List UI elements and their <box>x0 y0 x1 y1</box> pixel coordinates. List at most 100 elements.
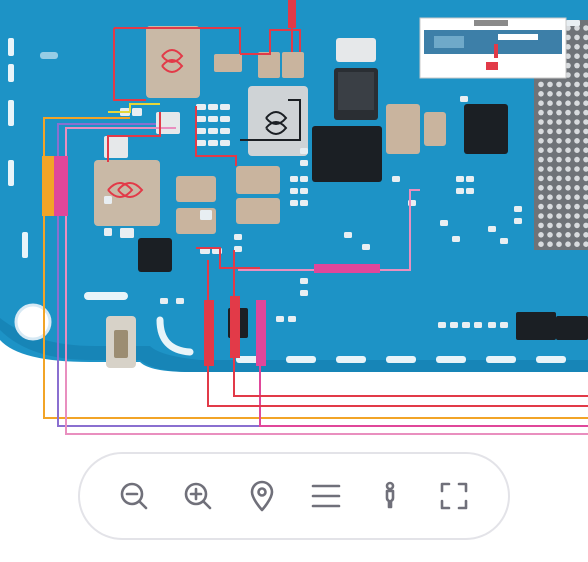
bga-ball <box>574 53 580 59</box>
bga-ball <box>574 213 580 219</box>
bga-ball <box>565 100 571 106</box>
bga-ball <box>583 81 588 88</box>
smd-component <box>220 128 230 134</box>
bga-ball <box>547 147 553 153</box>
bga-ball <box>556 241 562 247</box>
bga-ball <box>574 241 580 247</box>
smd-component <box>300 290 308 296</box>
bga-ball <box>583 147 588 153</box>
smd-component <box>474 322 482 328</box>
bga-ball <box>538 138 544 144</box>
bga-ball <box>538 156 544 163</box>
probe-button[interactable] <box>368 474 412 518</box>
zoom-in-button[interactable] <box>176 474 220 518</box>
bga-ball <box>574 138 580 144</box>
bga-ball <box>547 81 553 88</box>
smd-component <box>362 244 370 250</box>
menu-icon <box>311 484 341 508</box>
viewer-toolbar <box>78 452 510 540</box>
bga-ball <box>547 119 553 125</box>
bga-ball <box>583 100 588 106</box>
bga-ball <box>583 91 588 97</box>
smd-component <box>500 322 508 328</box>
smd-component <box>566 20 580 26</box>
smd-component <box>160 298 168 304</box>
bga-ball <box>547 100 553 106</box>
bga-ball <box>556 175 562 182</box>
smd-component <box>234 246 242 252</box>
bga-ball <box>547 138 553 144</box>
bga-ball <box>574 109 580 116</box>
bga-ball <box>574 62 580 69</box>
bga-ball <box>556 147 562 153</box>
smd-component <box>300 160 308 166</box>
smd-component <box>466 188 474 194</box>
bga-ball <box>565 81 571 88</box>
zoom-in-icon <box>184 482 212 510</box>
fullscreen-button[interactable] <box>432 474 476 518</box>
smd-component <box>300 176 308 182</box>
bga-ball <box>574 81 580 88</box>
bga-ball <box>556 203 562 210</box>
zoom-out-button[interactable] <box>112 474 156 518</box>
bga-ball <box>583 222 588 229</box>
bga-ball <box>565 222 571 229</box>
bga-ball <box>565 53 571 59</box>
bga-ball <box>574 147 580 153</box>
bga-ball <box>556 91 562 97</box>
bga-ball <box>565 175 571 182</box>
location-button[interactable] <box>240 474 284 518</box>
bga-ball <box>565 44 571 50</box>
bga-ball <box>565 213 571 219</box>
bga-ball <box>574 156 580 163</box>
bga-ball <box>583 34 588 41</box>
bga-ball <box>538 128 544 135</box>
board-minimap[interactable] <box>419 17 567 79</box>
bga-ball <box>556 166 562 172</box>
menu-button[interactable] <box>304 474 348 518</box>
bga-ball <box>583 128 588 135</box>
smd-component <box>196 104 206 110</box>
smd-component <box>200 248 210 254</box>
bga-ball <box>565 119 571 125</box>
bga-ball <box>565 128 571 135</box>
bga-ball <box>547 91 553 97</box>
bga-ball <box>565 203 571 210</box>
bga-ball <box>556 185 562 191</box>
bga-ball <box>565 166 571 172</box>
net-highlights <box>42 0 380 366</box>
bga-ball <box>547 109 553 116</box>
bga-ball <box>538 166 544 172</box>
bga-ball <box>565 194 571 200</box>
bga-ball <box>574 72 580 78</box>
bga-ball <box>538 119 544 125</box>
small-components <box>104 20 580 328</box>
smd-component <box>290 200 298 206</box>
bga-ball <box>574 44 580 50</box>
smd-component <box>440 220 448 226</box>
bga-ball <box>565 156 571 163</box>
smd-component <box>488 226 496 232</box>
smd-component <box>300 188 308 194</box>
connector <box>106 316 136 368</box>
bga-ball <box>538 222 544 229</box>
bga-ball <box>565 25 571 31</box>
smd-component <box>276 316 284 322</box>
smd-component <box>220 140 230 146</box>
bga-ball <box>565 34 571 41</box>
bga-ball <box>547 128 553 135</box>
smd-component <box>514 218 522 224</box>
pcb-board-view[interactable] <box>0 0 588 440</box>
bga-ball <box>538 91 544 97</box>
bga-ball <box>538 175 544 182</box>
smd-component <box>290 176 298 182</box>
bga-ball <box>547 203 553 210</box>
bga-ball <box>556 100 562 106</box>
bga-ball <box>556 138 562 144</box>
bga-ball <box>547 156 553 163</box>
bga-ball <box>556 222 562 229</box>
smd-component <box>208 140 218 146</box>
smd-component <box>300 200 308 206</box>
bga-ball <box>583 62 588 69</box>
bga-ball <box>565 241 571 247</box>
